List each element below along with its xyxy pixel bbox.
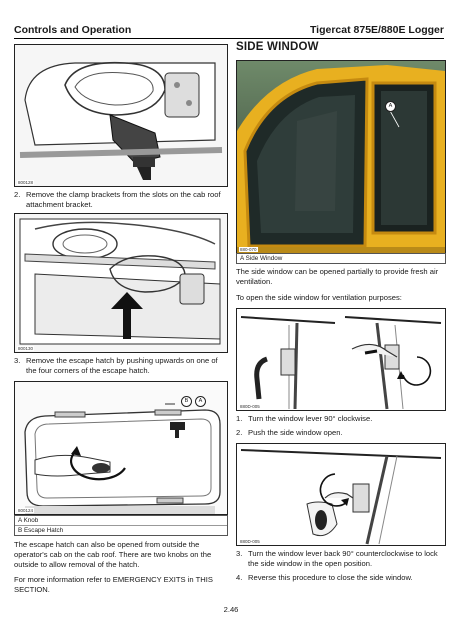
step-number: 2. [236, 428, 243, 437]
step-4-right: 4. Reverse this procedure to close the s… [236, 573, 448, 583]
step-text: Reverse this procedure to close the side… [248, 573, 413, 582]
figure-id: 800130 [17, 346, 35, 351]
callout-a-photo: A [385, 101, 396, 112]
legend-escape-hatch: A Knob B Escape Hatch [14, 515, 228, 536]
photo-side-window: A 880-070 [236, 60, 446, 254]
step-2-right: 2. Push the side window open. [236, 428, 448, 438]
callout-b: B [181, 396, 192, 407]
legend-item-escape-hatch: B Escape Hatch [15, 525, 227, 535]
cab-side-window-photo [237, 61, 445, 253]
escape-hatch-knob-illustration [15, 382, 227, 514]
paragraph-to-open-side-window: To open the side window for ventilation … [236, 293, 402, 302]
step-text: Turn the window lever back 90° countercl… [248, 549, 438, 568]
figure-id: 880D-005 [239, 539, 261, 544]
figure-id: 880D-005 [239, 404, 261, 409]
header-right: Tigercat 875E/880E Logger [309, 24, 444, 36]
paragraph-escape-hatch-outside: The escape hatch can also be opened from… [14, 540, 212, 569]
step-number: 1. [236, 414, 243, 423]
figure-escape-hatch-knob: B A 800124 [14, 381, 228, 515]
callout-a: A [195, 396, 206, 407]
step-3-left: 3. Remove the escape hatch by pushing up… [14, 356, 226, 376]
step-number: 2. [14, 190, 21, 199]
step-number: 3. [14, 356, 21, 365]
section-title: SIDE WINDOW [236, 41, 319, 53]
window-lever-open-illustration [237, 309, 445, 410]
figure-window-lever-lock: 880D-005 [236, 443, 446, 546]
figure-id: 800124 [17, 508, 35, 513]
figure-escape-hatch-push: 800130 [14, 213, 228, 353]
figure-window-lever-open: 880D-005 [236, 308, 446, 411]
step-number: 4. [236, 573, 243, 582]
step-text: Remove the escape hatch by pushing upwar… [26, 356, 218, 375]
step-2-left: 2. Remove the clamp brackets from the sl… [14, 190, 226, 210]
step-number: 3. [236, 549, 243, 558]
figure-clamp-bracket: 800128 [14, 44, 228, 187]
step-text: Push the side window open. [248, 428, 343, 437]
escape-hatch-push-illustration [15, 214, 227, 352]
header-rule [14, 38, 444, 39]
clamp-bracket-illustration [15, 45, 227, 186]
legend-side-window: A Side Window [236, 253, 446, 264]
window-lever-lock-illustration [237, 444, 445, 545]
legend-item-side-window: A Side Window [240, 255, 283, 262]
page-number: 2.46 [223, 605, 239, 614]
step-text: Remove the clamp brackets from the slots… [26, 190, 221, 209]
step-3-right: 3. Turn the window lever back 90° counte… [236, 549, 448, 569]
paragraph-emergency-exits-ref: For more information refer to EMERGENCY … [14, 575, 213, 594]
figure-id: 880-070 [239, 247, 258, 252]
figure-id: 800128 [17, 180, 35, 185]
paragraph-side-window-ventilation: The side window can be opened partially … [236, 267, 439, 286]
step-text: Turn the window lever 90° clockwise. [248, 414, 373, 423]
legend-item-knob: A Knob [18, 517, 39, 524]
step-1-right: 1. Turn the window lever 90° clockwise. [236, 414, 448, 424]
header-left: Controls and Operation [14, 24, 132, 36]
